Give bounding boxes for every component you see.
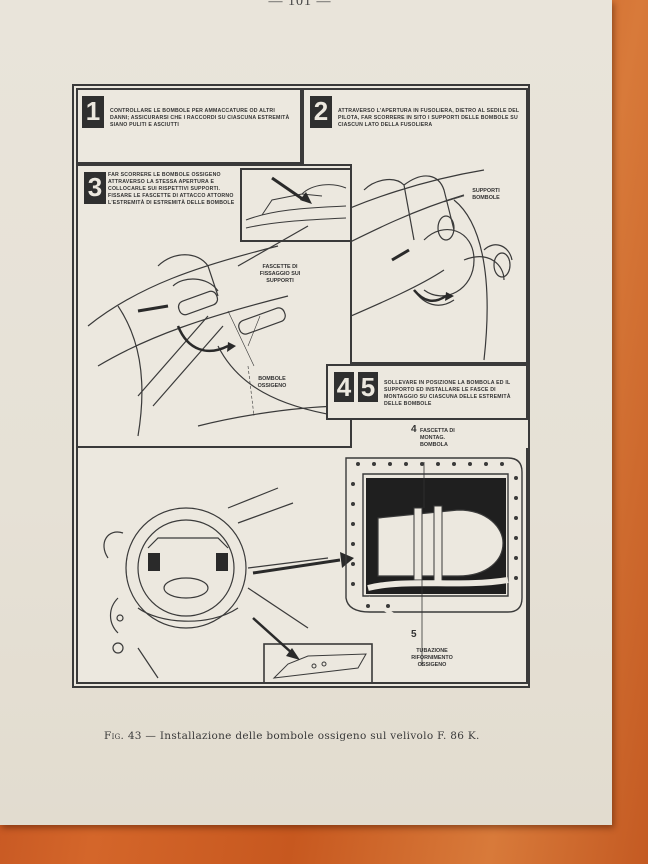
step-number-1: 1 (82, 96, 104, 128)
page-number: — 101 — (268, 0, 332, 9)
figure-caption-text: — Installazione delle bombole ossigeno s… (141, 730, 480, 742)
step-number-3: 3 (84, 172, 106, 204)
figure-label: Fig. 43 (104, 730, 142, 742)
step-text-1: CONTROLLARE LE BOMBOLE PER AMMACCATURE O… (110, 108, 290, 128)
callout-number-5: 5 (411, 629, 417, 640)
step-panel-1: 1 CONTROLLARE LE BOMBOLE PER AMMACCATURE… (76, 88, 302, 164)
step-text-2: ATTRAVERSO L'APERTURA IN FUSOLIERA, DIET… (338, 108, 520, 128)
fuselage-opening-illustration (103, 457, 523, 682)
step-panel-4-5-illustration (76, 448, 528, 684)
document-page: — 101 — 1 CONTROLLARE LE BOMBOLE PER AMM… (0, 0, 612, 825)
callout-fascette-fissaggio: FASCETTE DI FISSAGGIO SUI SUPPORTI (259, 264, 301, 284)
callout-supporti-bombole: SUPPORTI BOMBOLE (472, 188, 500, 201)
figure-caption: Fig. 43 — Installazione delle bombole os… (104, 730, 524, 742)
step-text-4-5: SOLLEVARE IN POSIZIONE LA BOMBOLA ED IL … (384, 380, 511, 407)
step-number-2: 2 (310, 96, 332, 128)
step-text-3: FAR SCORRERE LE BOMBOLE OSSIGENO ATTRAVE… (108, 172, 235, 206)
figure-43: 1 CONTROLLARE LE BOMBOLE PER AMMACCATURE… (72, 84, 530, 688)
cockpit-inset-illustration (245, 176, 347, 229)
step-number-4: 4 (334, 372, 354, 402)
step-3-inset-detail (240, 168, 350, 242)
cylinder-installation-illustration (87, 225, 349, 437)
callout-fascetta-montaggio: FASCETTA DI MONTAG. BOMBOLA (420, 428, 455, 448)
step-panel-4-5-header: 4 5 SOLLEVARE IN POSIZIONE LA BOMBOLA ED… (326, 364, 528, 420)
callout-tubazione: TUBAZIONE RIFORNIMENTO OSSIGENO (411, 648, 453, 668)
step-panel-3: 3 FAR SCORRERE LE BOMBOLE OSSIGENO ATTRA… (76, 164, 352, 448)
step-number-5: 5 (358, 372, 378, 402)
callout-bombole-ossigeno: BOMBOLE OSSIGENO (257, 376, 287, 389)
callout-number-4: 4 (411, 424, 417, 435)
